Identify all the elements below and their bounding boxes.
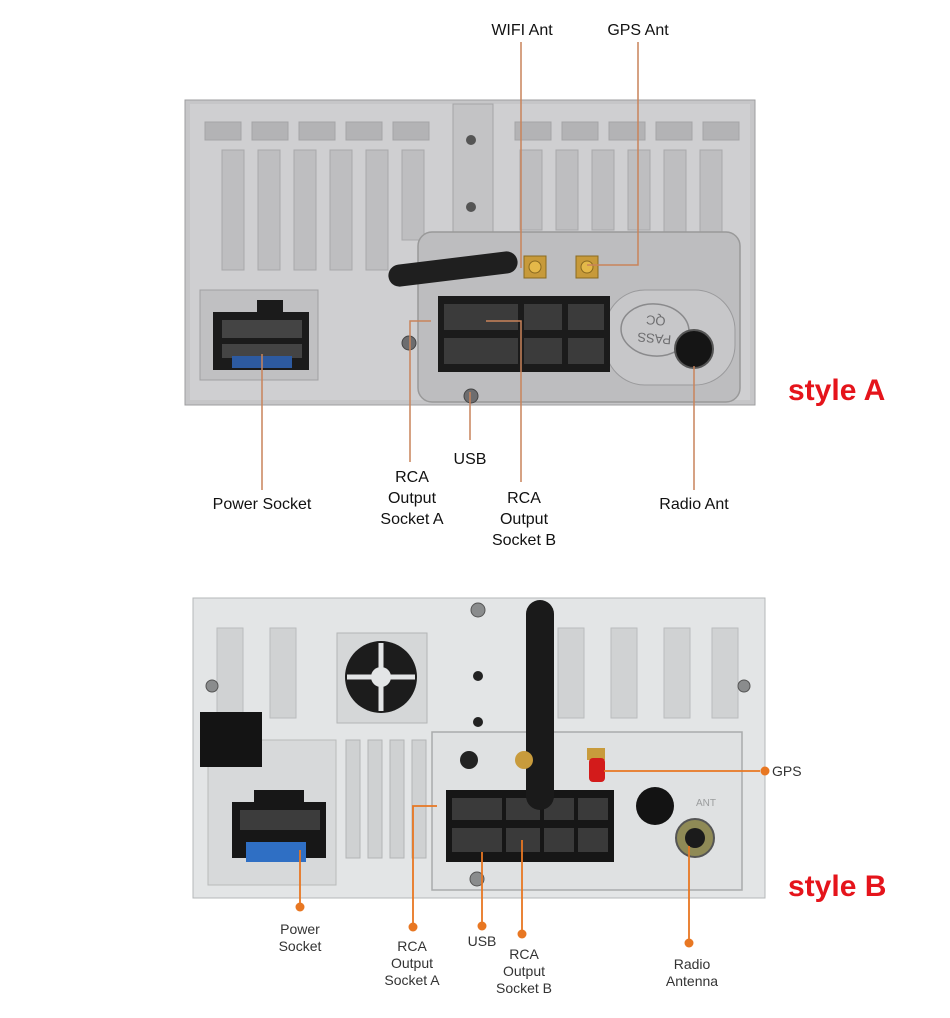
style-a-power-socket <box>213 300 309 370</box>
style-a-label-wifi-ant: WIFI Ant <box>491 22 553 39</box>
style-b-leader-dots <box>295 766 770 948</box>
style-b-radio-antenna-socket <box>675 818 715 858</box>
style-b-label-usb: USB <box>467 933 497 949</box>
style-a-gps-connector <box>575 255 599 279</box>
qc-pass-text-pass: PASS <box>636 329 671 347</box>
style-b-rca-block <box>446 790 614 862</box>
style-b-ant-mark: ANT <box>696 798 716 809</box>
style-b-label-rca-a: RCA Output Socket A <box>384 938 440 988</box>
style-a-diagram: PASS QC <box>184 42 756 490</box>
style-b-label-power-socket: Power Socket <box>278 921 322 954</box>
style-a-wifi-antenna <box>388 251 547 287</box>
style-a-label-power-socket: Power Socket <box>212 496 312 513</box>
style-a-screw-bottom <box>463 388 479 404</box>
style-b-gps-connector <box>587 748 605 782</box>
style-a-screw-left <box>401 335 417 351</box>
style-a-label-usb: USB <box>453 451 487 468</box>
style-a-radio-antenna-socket <box>674 329 714 369</box>
style-a-leader-lines <box>261 42 695 490</box>
style-b-label-rca-b: RCA Output Socket B <box>495 946 553 996</box>
style-b-side-bracket <box>200 712 262 767</box>
style-a-label-rca-b: RCA Output Socket B <box>491 490 557 549</box>
style-b-wifi-antenna <box>515 600 554 810</box>
style-b-round-socket <box>636 787 674 825</box>
style-b-label-radio-antenna: Radio Antenna <box>665 956 719 989</box>
qc-pass-stamp: PASS QC <box>620 303 690 357</box>
style-a-label-rca-a: RCA Output Socket A <box>380 469 444 528</box>
style-b-leader-lines <box>299 770 760 940</box>
style-a-rca-block <box>438 296 610 372</box>
style-a-label-gps-ant: GPS Ant <box>607 22 669 39</box>
style-a-tag: style A <box>788 374 886 407</box>
style-b-label-gps: GPS <box>772 763 802 779</box>
style-a-label-radio-ant: Radio Ant <box>659 496 729 513</box>
qc-pass-text-qc: QC <box>645 312 666 329</box>
style-b-power-socket <box>232 790 326 862</box>
style-b-chassis: ANT <box>192 597 766 899</box>
style-b-fan-vent <box>336 632 428 724</box>
style-b-tag: style B <box>788 870 887 903</box>
